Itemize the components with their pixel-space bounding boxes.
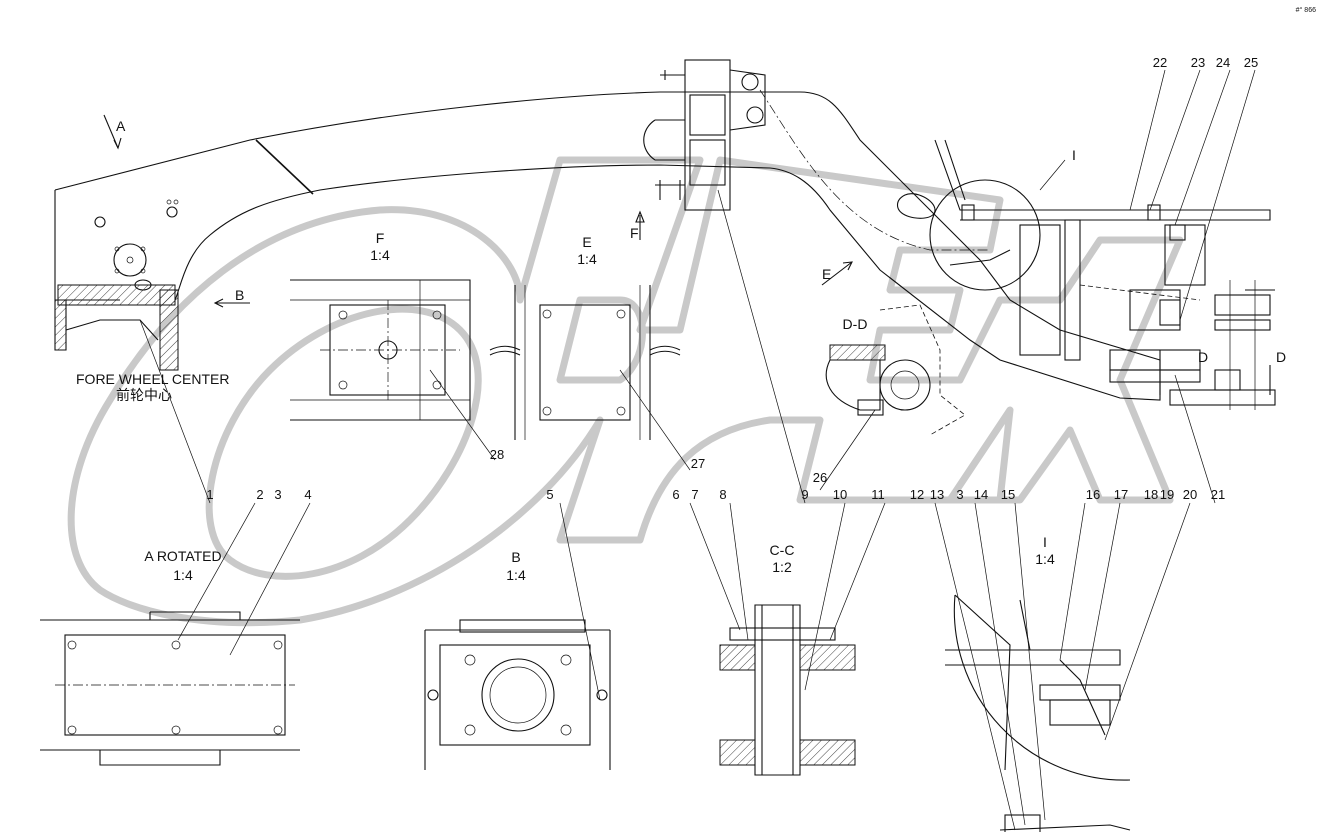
arrow-a-label: A [116,118,126,134]
arrow-i-label: I [1072,147,1076,163]
arrow-b-label: B [235,287,244,303]
callout-22: 22 [1153,55,1167,70]
view-a-rotated [40,611,300,766]
callout-19: 19 [1160,487,1174,502]
callout-12: 12 [910,487,924,502]
callout-21: 21 [1211,487,1225,502]
callout-20: 20 [1183,487,1197,502]
callout-8: 8 [719,487,726,502]
callout-18: 18 [1144,487,1158,502]
view-e-title: E [582,234,591,250]
view-cc [719,604,856,776]
callout-13: 13 [930,487,944,502]
callout-14: 14 [974,487,988,502]
callout-26: 26 [813,470,827,485]
callout-24: 24 [1216,55,1230,70]
view-i [945,594,1131,832]
view-b [424,619,611,770]
section-dd [825,304,966,436]
part-callouts: 1 2 3 4 5 6 7 8 9 10 11 12 13 3 14 15 16… [206,55,1258,502]
pivot-assembly [635,59,766,240]
callout-27: 27 [691,456,705,471]
labels: F 1:4 E 1:4 A ROTATED 1:4 B 1:4 C-C 1:2 … [76,6,1316,583]
view-arrows [103,114,1271,395]
callout-23: 23 [1191,55,1205,70]
view-b-title: B [511,549,520,565]
callout-3b: 3 [956,487,963,502]
callout-10: 10 [833,487,847,502]
callout-16: 16 [1086,487,1100,502]
view-cc-scale: 1:2 [772,559,792,575]
view-i-title: I [1043,534,1047,550]
callout-1: 1 [206,487,213,502]
corner-mark: #° 866 [1296,6,1316,14]
leader-lines [139,69,1256,831]
view-e-scale: 1:4 [577,251,597,267]
callout-9: 9 [801,487,808,502]
callout-3: 3 [274,487,281,502]
view-f-scale: 1:4 [370,247,390,263]
right-frame [896,139,1276,410]
view-a-scale: 1:4 [173,567,193,583]
view-cc-title: C-C [770,542,795,558]
arrow-f-label: F [630,225,639,241]
callout-5: 5 [546,487,553,502]
callout-25: 25 [1244,55,1258,70]
callout-28: 28 [490,447,504,462]
view-dd-title: D-D [843,316,868,332]
callout-4: 4 [304,487,311,502]
fore-wheel-center-zh: 前轮中心 [116,387,172,403]
main-beam [54,89,1161,401]
watermark-graphic [67,156,1184,627]
arrow-d-right-label: D [1276,349,1286,365]
view-f [290,279,471,421]
view-b-scale: 1:4 [506,567,526,583]
callout-11: 11 [871,487,885,502]
view-a-title: A ROTATED [144,548,221,564]
callout-6: 6 [672,487,679,502]
callout-15: 15 [1001,487,1015,502]
arrow-e-label: E [822,266,831,282]
callout-2: 2 [256,487,263,502]
callout-7: 7 [691,487,698,502]
view-i-scale: 1:4 [1035,551,1055,567]
view-f-title: F [376,230,385,246]
arrow-d-left-label: D [1198,349,1208,365]
view-e [489,285,681,440]
callout-17: 17 [1114,487,1128,502]
fore-wheel-center-en: FORE WHEEL CENTER [76,371,230,387]
